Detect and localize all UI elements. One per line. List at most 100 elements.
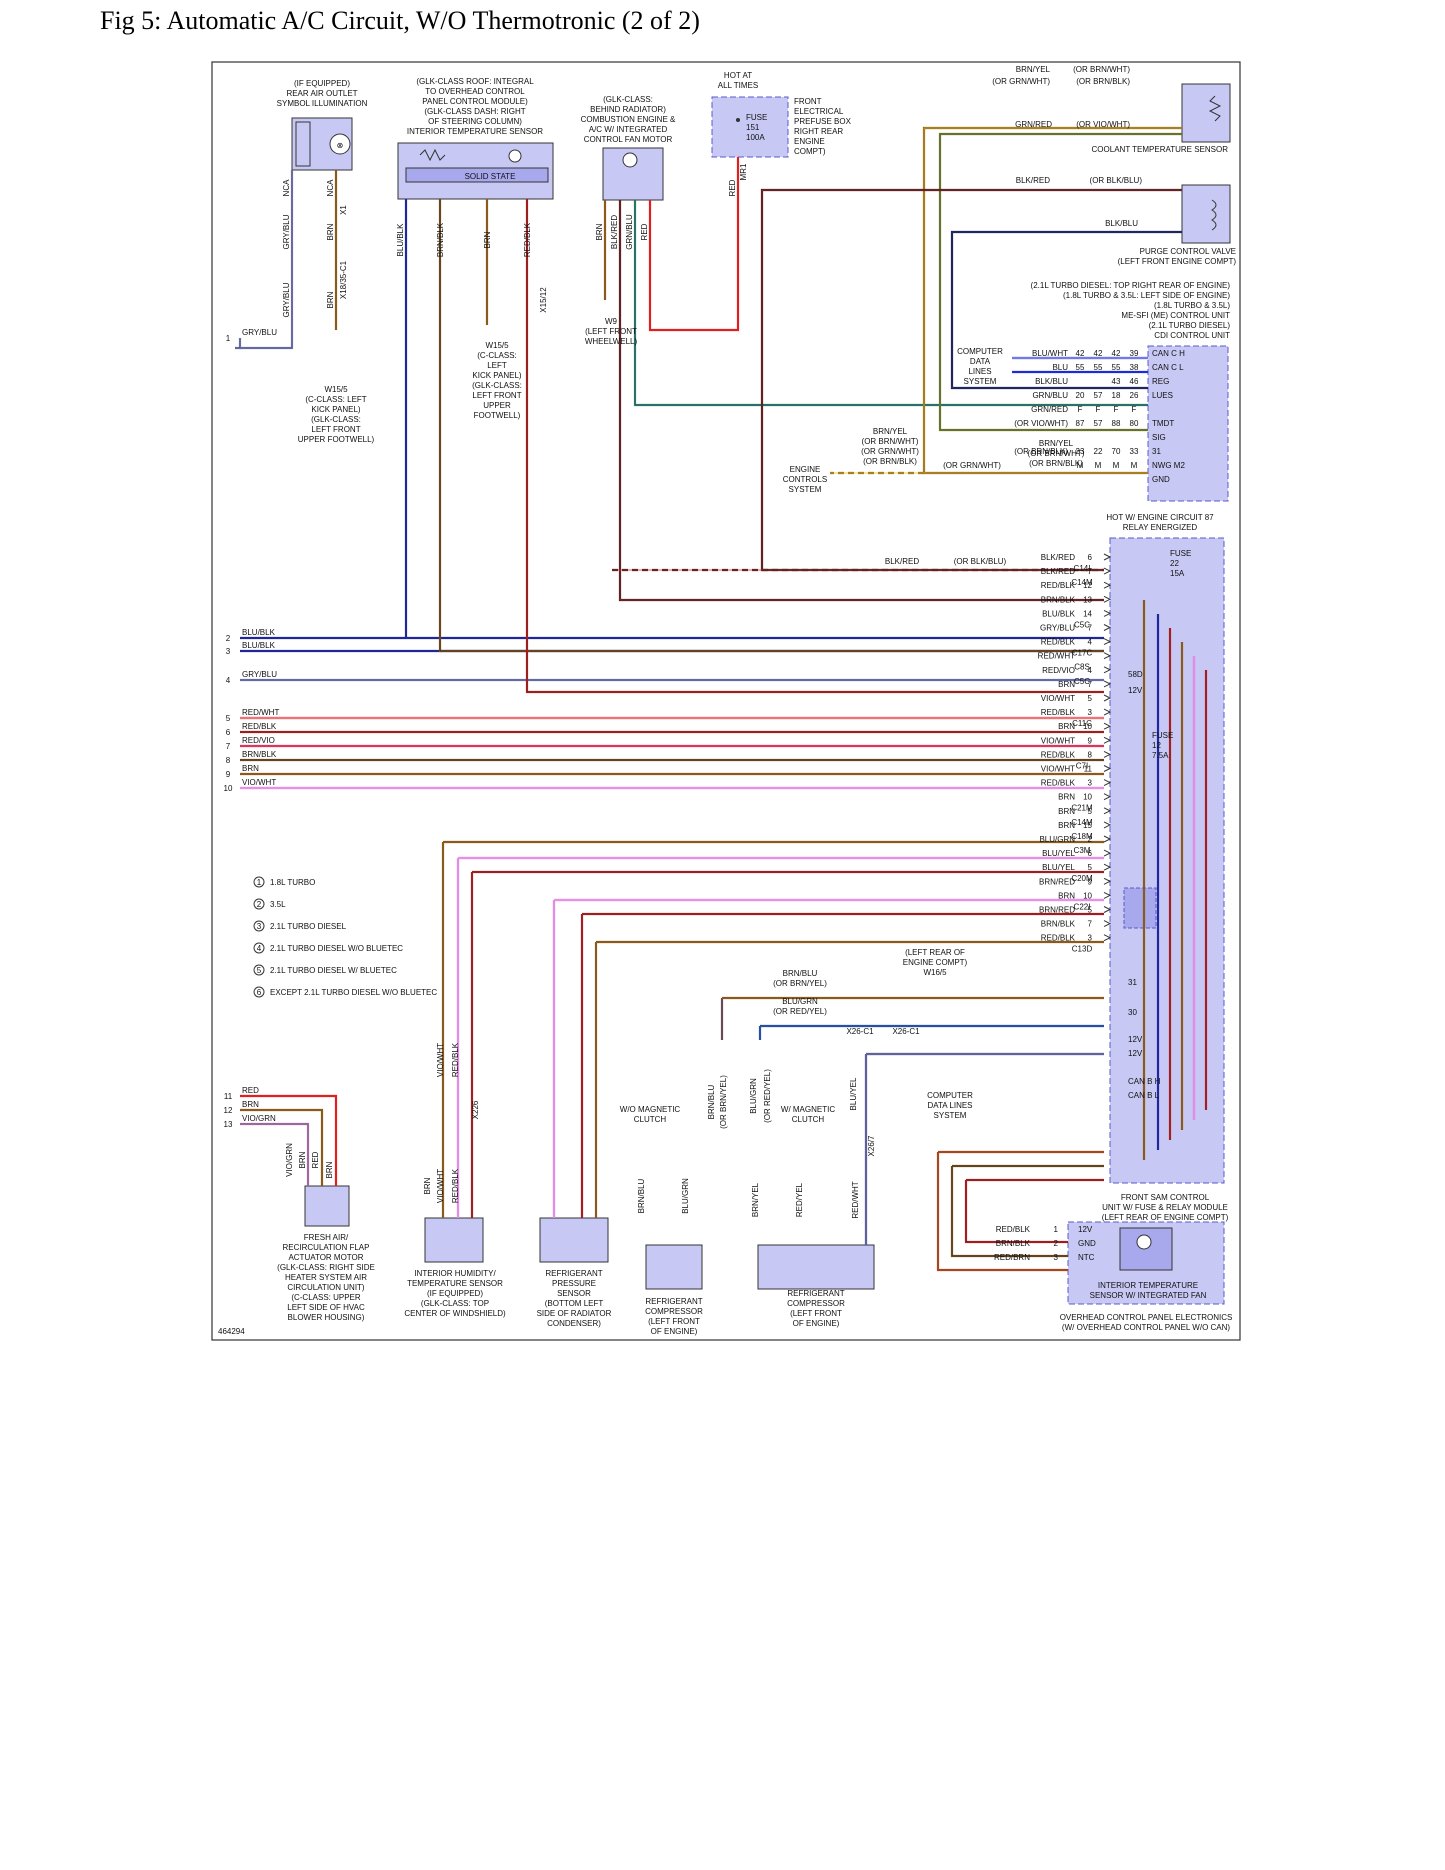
sam-wire-label: RED/BLK (1041, 750, 1076, 759)
diagram-label: GRY/BLU (282, 282, 291, 317)
diagram-label: (OR BRN/WHT) (862, 437, 919, 446)
fan-blk-red-stripe (619, 200, 1104, 601)
diagram-label: 100A (746, 133, 765, 142)
ecu-terminal: CAN C L (1152, 363, 1184, 372)
ecu-wire-label: BLU (1052, 363, 1068, 372)
sam-pin-arrow (1103, 793, 1112, 801)
sam-pin-arrow (1103, 624, 1112, 631)
diagram-label: (LEFT FRONT ENGINE COMPT) (1118, 257, 1237, 266)
ecu-pin: 80 (1130, 419, 1139, 428)
diagram-label: RED (728, 179, 737, 196)
sam-pin-number: 2 (1088, 835, 1093, 844)
me-sfi-control-unit (1147, 345, 1229, 502)
prefuse-box (711, 96, 789, 158)
diagram-label: REFRIGERANT (545, 1269, 602, 1278)
ecu-pin: 88 (1112, 419, 1121, 428)
sensor-red-blk-stripe (526, 199, 1104, 693)
bottom-wire-label: BLU/GRN (681, 1178, 690, 1214)
sam-wire-label: RED/VIO (1042, 666, 1075, 675)
bottom-wire-label: VIO/GRN (285, 1143, 294, 1177)
sam-connector-id: C20M (1071, 874, 1093, 883)
diagram-label: COMPRESSOR (645, 1307, 703, 1316)
diagram-labels: 1GRY/BLU2BLU/BLK3BLU/BLK4GRY/BLU5RED/WHT… (218, 65, 1236, 1336)
diagram-label: CENTER OF WINDSHIELD) (404, 1309, 506, 1318)
diagram-label: UNIT W/ FUSE & RELAY MODULE (1102, 1203, 1228, 1212)
diagram-label: BLOWER HOUSING) (288, 1313, 365, 1322)
diagram-label: BRN/BLU (783, 969, 818, 978)
sam-pin-arrow (1103, 581, 1112, 589)
sam-pin-number: 10 (1083, 891, 1092, 900)
outlet-symbol-illumination: ⊗ (291, 117, 353, 171)
wires (235, 126, 1208, 1272)
diagram-label: UPPER FOOTWELL) (298, 435, 375, 444)
sam-pin-arrow (1103, 553, 1112, 561)
left-wire-label: VIO/GRN (242, 1114, 276, 1123)
sam-pin-number: 10 (1083, 793, 1092, 802)
diagram-label: (OR GRN/WHT) (861, 447, 919, 456)
sam-pin-arrow (1103, 891, 1112, 899)
sam-wire-label: RED/BLK (1041, 708, 1076, 717)
compressor-w-clutch (757, 1244, 875, 1290)
diagram-label: CONTROL FAN MOTOR (584, 135, 673, 144)
overhead-pin: 3 (1054, 1253, 1059, 1262)
diagram-label: TEMPERATURE SENSOR (407, 1279, 503, 1288)
diagram-label: ELECTRICAL (794, 107, 844, 116)
diagram-label: KICK PANEL) (472, 371, 522, 380)
overhead-wire-label: RED/BRN (994, 1253, 1030, 1262)
diagram-label: COMPRESSOR (787, 1299, 845, 1308)
diagram-label: PRESSURE (552, 1279, 596, 1288)
sam-pin-number: 7 (1088, 624, 1093, 633)
connector-id: X226 (471, 1100, 480, 1119)
legend-text: 1.8L TURBO (270, 878, 315, 887)
sam-pin-arrow (1103, 835, 1112, 843)
diagram-label: (IF EQUIPPED) (294, 79, 350, 88)
fan-motor-module (602, 147, 664, 201)
diagram-label: ENGINE (794, 137, 825, 146)
sam-connector-id: C22I (1074, 902, 1091, 911)
connector-id: X26/7 (867, 1135, 876, 1156)
diagram-label: REFRIGERANT (645, 1297, 702, 1306)
diagram-label: (OR BRN/WHT) (1073, 65, 1130, 74)
diagram-label: BLU/BLK (396, 223, 405, 257)
sam-connector-id: C18M (1071, 832, 1093, 841)
figure-title: Fig 5: Automatic A/C Circuit, W/O Thermo… (100, 6, 700, 35)
bottom-wire-label: VIO/WHT (436, 1169, 445, 1203)
coolant-temperature-sensor (1181, 83, 1231, 143)
diagram-label: INTERIOR TEMPERATURE SENSOR (407, 127, 543, 136)
ecu-pin: M (1077, 461, 1084, 470)
legend-number: 4 (257, 944, 262, 953)
diagram-label: HOT AT (724, 71, 752, 80)
sam-connector-id: C21M (1071, 804, 1093, 813)
interior-temperature-sensor (397, 142, 554, 200)
diagram-label: HEATER SYSTEM AIR (285, 1273, 367, 1282)
sam-connector-id: C17C (1072, 649, 1093, 658)
sam-pin-arrow (1103, 652, 1112, 660)
sam-pin-arrow (1103, 920, 1112, 928)
connector-id: NCA (326, 179, 335, 197)
sam-terminal-label: 12V (1128, 686, 1143, 695)
diagram-label: (W/ OVERHEAD CONTROL PANEL W/O CAN) (1062, 1323, 1230, 1332)
sam-pin-number: 5 (1088, 807, 1093, 816)
diagram-label: COOLANT TEMPERATURE SENSOR (1092, 145, 1229, 154)
diagram-label: (OR BRN/BLK) (1076, 77, 1130, 86)
diagram-label: BRN (483, 231, 492, 248)
diagram-label: 22 (1170, 559, 1179, 568)
overhead-wire-label: BRN/BLK (996, 1239, 1031, 1248)
diagram-label: ALL TIMES (718, 81, 758, 90)
diagram-label: BLK/RED (1016, 176, 1050, 185)
sam-connector-id: C11C (1072, 719, 1092, 728)
diagram-label: DATA (970, 357, 991, 366)
bottom-wire-label: RED/BLK (451, 1042, 460, 1077)
brn-blk-overhead-stripe (951, 1166, 1068, 1257)
diagram-label: FRONT SAM CONTROL (1121, 1193, 1210, 1202)
compressor-wo-clutch (645, 1244, 703, 1290)
diagram-label: W/O MAGNETIC (620, 1105, 681, 1114)
sam-pin-number: 11 (1084, 765, 1093, 774)
left-wire-label: GRY/BLU (242, 328, 277, 337)
harness-wire-13-stripe (240, 1123, 309, 1186)
diagram-label: ENGINE (790, 465, 821, 474)
sam-pin-number: 4 (1088, 638, 1093, 647)
diagram-label: CIRCULATION UNIT) (287, 1283, 365, 1292)
sam-solid-state (1123, 887, 1157, 929)
